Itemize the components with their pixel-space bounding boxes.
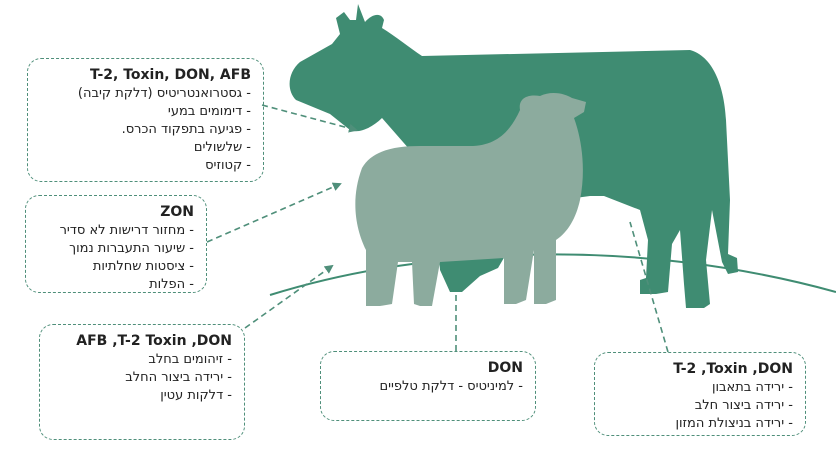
list-item: ירידה בתאבון: [607, 379, 793, 397]
don-title: DON: [487, 360, 523, 376]
don-list: למיניטיס - דלקת טלפיים: [333, 378, 523, 396]
list-item: שלשולים: [40, 139, 251, 157]
list-item: דלקות עטין: [52, 387, 232, 405]
afb-t2-title: AFB ,T-2 Toxin ,DON: [76, 333, 232, 349]
cow-effects-list: גסטרואנטריטיס (דלקת קיבה) דימומים במעי פ…: [40, 85, 251, 175]
don-toxin-t2-list: ירידה בתאבון ירידה ביצור חלב ירידה בניצו…: [607, 379, 793, 433]
cow-effects-title: T-2, Toxin, DON, AFB: [89, 67, 251, 83]
list-item: למיניטיס - דלקת טלפיים: [333, 378, 523, 396]
list-item: פגיעה בתפקוד הכרס.: [40, 121, 251, 139]
cow-effects-box: T-2, Toxin, DON, AFB גסטרואנטריטיס (דלקת…: [27, 58, 264, 182]
afb-t2-list: זיהומים בחלב ירידה ביצור החלב דלקות עטין: [52, 351, 232, 405]
sheep-silhouette-icon: [355, 92, 586, 306]
afb-t2-box: AFB ,T-2 Toxin ,DON זיהומים בחלב ירידה ב…: [39, 324, 245, 440]
list-item: זיהומים בחלב: [52, 351, 232, 369]
don-box: DON למיניטיס - דלקת טלפיים: [320, 351, 536, 421]
zon-box: ZON מחזור דרישות לא סדיר שיעור התעברות נ…: [25, 195, 207, 293]
list-item: הפלות: [38, 276, 194, 294]
list-item: קטוזיס: [40, 157, 251, 175]
list-item: ציסטות שחלתיות: [38, 258, 194, 276]
don-toxin-t2-title: T-2 ,Toxin ,DON: [673, 361, 793, 377]
arrow-zon: [206, 182, 342, 243]
list-item: דימומים במעי: [40, 103, 251, 121]
list-item: ירידה ביצור חלב: [607, 397, 793, 415]
list-item: ירידה ביצור החלב: [52, 369, 232, 387]
list-item: ירידה בניצולת המזון: [607, 415, 793, 433]
arrow-don-toxin-t2: [629, 221, 669, 353]
zon-list: מחזור דרישות לא סדיר שיעור התעברות נמוך …: [38, 222, 194, 294]
list-item: מחזור דרישות לא סדיר: [38, 222, 194, 240]
arrow-afb-t2: [244, 264, 334, 329]
arrow-cow-effects: [261, 104, 358, 133]
zon-title: ZON: [160, 204, 194, 220]
don-toxin-t2-box: T-2 ,Toxin ,DON ירידה בתאבון ירידה ביצור…: [594, 352, 806, 436]
list-item: שיעור התעברות נמוך: [38, 240, 194, 258]
list-item: גסטרואנטריטיס (דלקת קיבה): [40, 85, 251, 103]
